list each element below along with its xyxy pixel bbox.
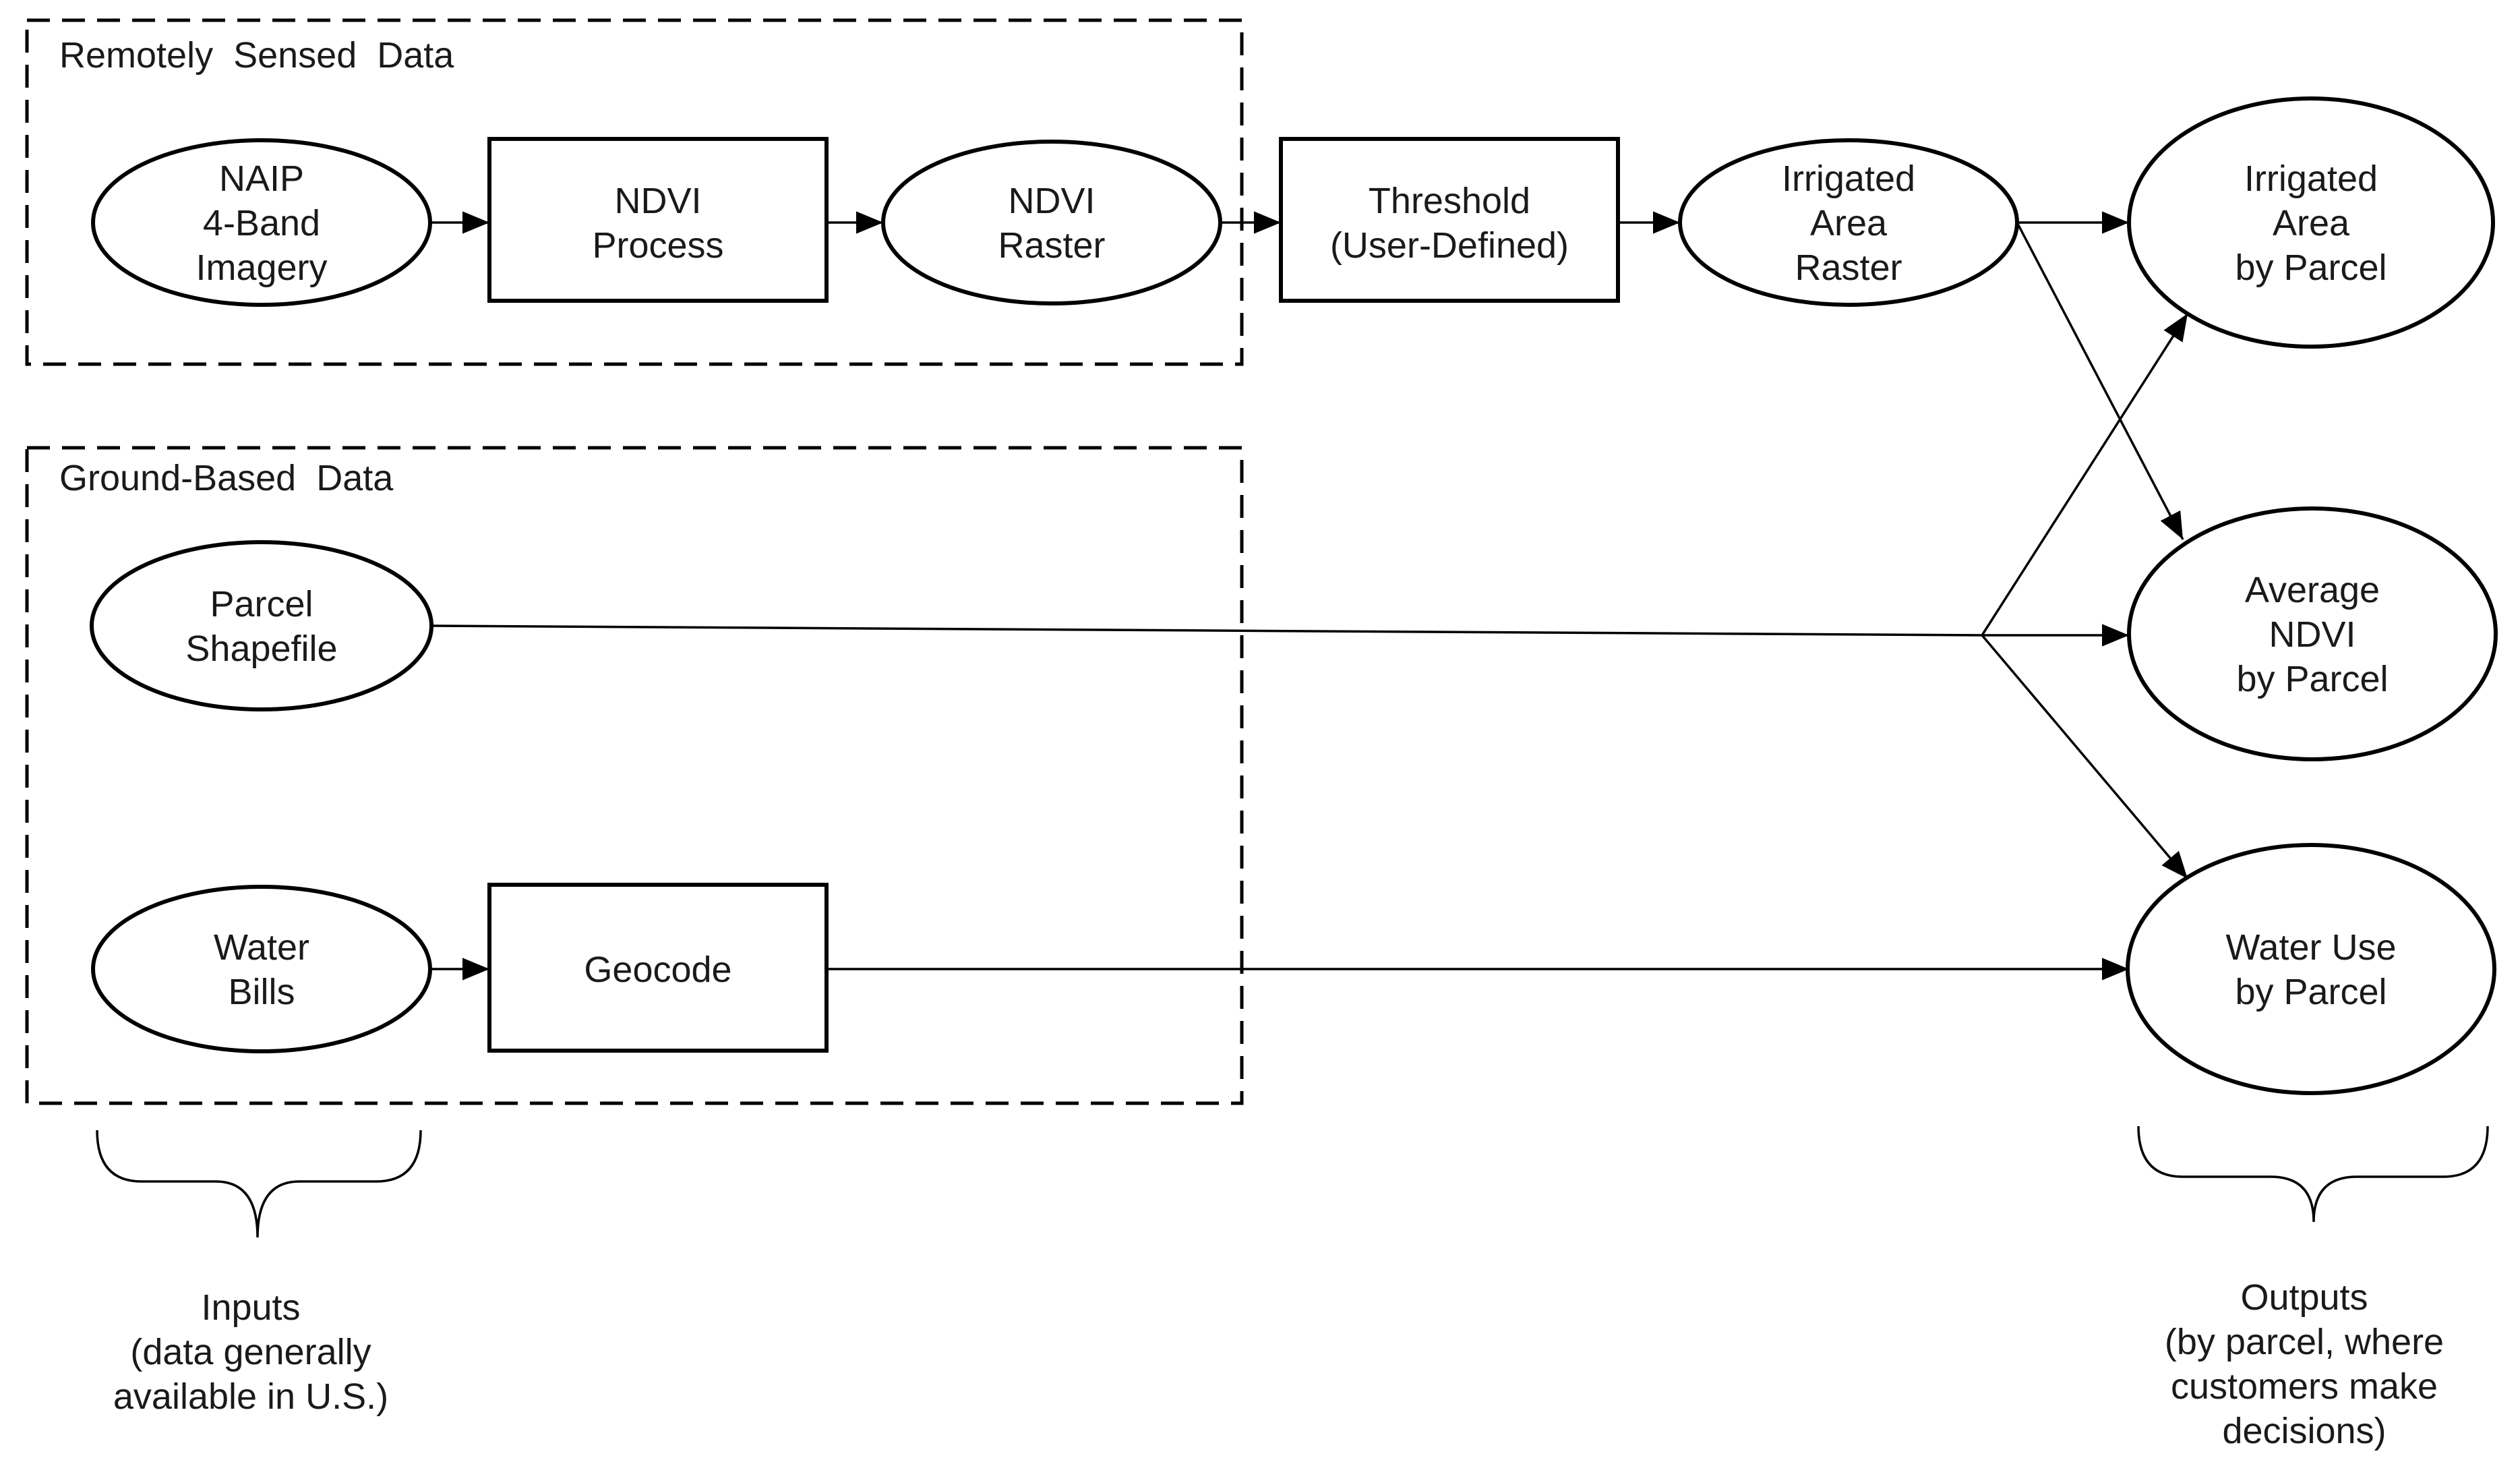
node-parcel-shapefile-label-line: Parcel	[210, 584, 313, 624]
node-water-bills-label-line: Water	[214, 927, 309, 968]
node-irrigated-area-raster-label-line: Irrigated	[1782, 158, 1915, 199]
node-parcel-shapefile-label-line: Shapefile	[185, 628, 337, 669]
node-irrigated-area-by-parcel-label-line: Area	[2273, 203, 2350, 243]
node-irrigated-area-by-parcel-label-line: Irrigated	[2244, 158, 2378, 199]
node-threshold: Threshold(User-Defined)	[1279, 137, 1620, 303]
node-irrigated-area-raster-label-line: Raster	[1795, 247, 1902, 288]
node-irrigated-area-by-parcel-label-line: by Parcel	[2235, 247, 2387, 288]
outputs-note-line: customers make	[2171, 1366, 2438, 1407]
inputs-note-line: (data generally	[130, 1332, 371, 1372]
edge-parcel-shapefile-to-junction	[432, 624, 1983, 637]
node-ndvi-raster-label-line: Raster	[998, 225, 1105, 266]
node-water-use-by-parcel-label-line: by Parcel	[2235, 972, 2387, 1012]
node-irrigated-area-raster-label-line: Area	[1810, 203, 1888, 243]
node-threshold-label: Threshold(User-Defined)	[1330, 181, 1569, 266]
node-naip-imagery-label-line: NAIP	[219, 158, 304, 199]
node-average-ndvi-by-parcel-label-line: by Parcel	[2236, 659, 2388, 699]
remote-sensed-group-label: Remotely Sensed Data	[59, 35, 454, 76]
node-ndvi-process-label-line: Process	[592, 225, 723, 266]
node-average-ndvi-by-parcel-label-line: NDVI	[2269, 614, 2356, 655]
inputs-brace	[96, 1130, 422, 1238]
node-threshold-label-line: Threshold	[1369, 181, 1530, 221]
node-water-bills-label-line: Bills	[228, 972, 295, 1012]
node-ndvi-process-label-line: NDVI	[614, 181, 701, 221]
outputs-brace	[2137, 1125, 2489, 1223]
node-naip-imagery-label-line: 4-Band	[203, 203, 320, 243]
node-naip-imagery-label-line: Imagery	[196, 247, 327, 288]
node-geocode-label: Geocode	[584, 949, 731, 990]
node-water-use-by-parcel-label-line: Water Use	[2225, 927, 2396, 968]
inputs-note-line: Inputs	[201, 1287, 300, 1328]
inputs-note-line: available in U.S.)	[113, 1376, 388, 1417]
edge-junction-to-irrigated-parcel	[1981, 313, 2189, 636]
edges	[430, 211, 2189, 981]
node-ndvi-raster-label-line: NDVI	[1008, 181, 1095, 221]
ground-based-group: Ground-Based Data	[25, 446, 1244, 1105]
edge-irrigated-raster-to-average-ndvi	[2016, 222, 2184, 540]
edge-junction-to-water-use	[1981, 634, 2189, 880]
node-average-ndvi-by-parcel-label-line: Average	[2245, 570, 2380, 610]
node-geocode-label-line: Geocode	[584, 949, 731, 990]
outputs-note-line: (by parcel, where	[2165, 1322, 2444, 1362]
outputs-note-line: decisions)	[2222, 1411, 2386, 1451]
outputs-note-line: Outputs	[2240, 1277, 2368, 1318]
node-geocode: Geocode	[487, 883, 829, 1053]
node-threshold-label-line: (User-Defined)	[1330, 225, 1569, 266]
remote-sensed-group: Remotely Sensed Data	[25, 18, 1244, 366]
ground-based-group-label: Ground-Based Data	[59, 458, 394, 498]
